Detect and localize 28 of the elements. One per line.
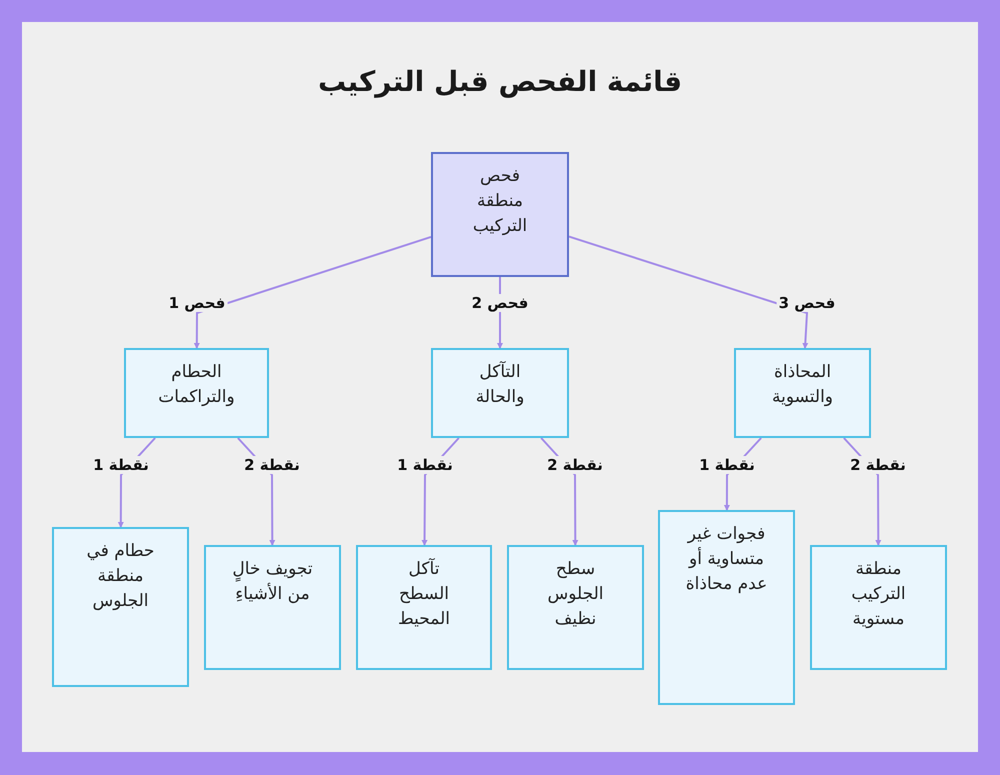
edge-label: نقطة 2 — [545, 456, 605, 474]
checklist-box — [356, 545, 492, 670]
checklist-box — [52, 527, 189, 687]
checklist-box — [204, 545, 341, 670]
node-label: فحص منطقة التركيب — [472, 165, 528, 238]
diagram-title: قائمة الفحص قبل التركيب — [316, 64, 684, 100]
node-label: حطام في منطقة الجلوس — [86, 540, 156, 613]
node-label: سطح الجلوس نظيف — [546, 558, 605, 631]
connector-line — [194, 236, 432, 349]
checklist-box — [507, 545, 644, 670]
checklist-box — [734, 348, 871, 438]
checklist-box — [431, 348, 569, 438]
node-label: منطقة التركيب مستوية — [850, 558, 907, 631]
edge-label: نقطة 2 — [848, 456, 908, 474]
checklist-box — [124, 348, 269, 438]
root-box — [431, 152, 569, 277]
node-label: تآكل السطح المحيط — [397, 557, 451, 631]
connector-line — [568, 236, 808, 349]
edge-label: نقطة 2 — [242, 456, 302, 474]
node-label: الحطام والتراكمات — [157, 361, 236, 409]
node-label: المحاذاة والتسوية — [770, 361, 834, 409]
node-label: التآكل والحالة — [474, 360, 526, 409]
checklist-box — [810, 545, 947, 670]
edge-label: فحص 2 — [470, 294, 530, 312]
node-label: فجوات غير متساوية أو عدم محاذاة — [684, 523, 768, 596]
checklist-box — [658, 510, 795, 705]
node-label: تجويف خالٍ من الأشياءِ — [231, 558, 314, 606]
edge-label: فحص 3 — [776, 294, 838, 312]
